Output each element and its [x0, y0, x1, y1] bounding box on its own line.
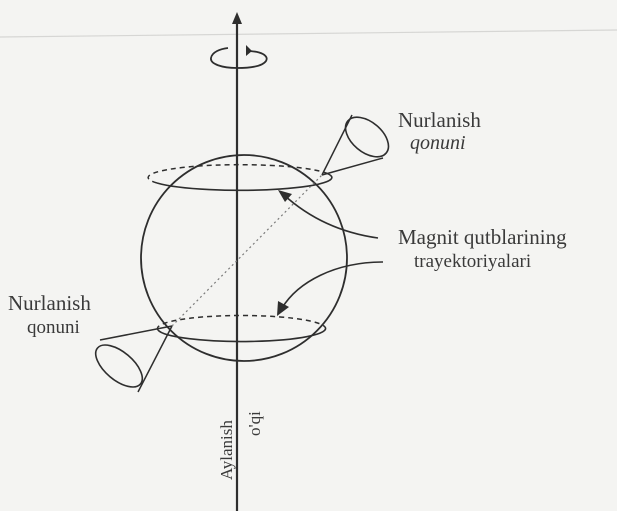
emission-label-top-line1: Nurlanish — [398, 110, 481, 131]
rotation-arrow-icon — [211, 48, 267, 68]
emission-label-left-line1: Nurlanish — [8, 293, 91, 314]
lower-trajectory-back — [157, 315, 325, 330]
rotation-arrowhead — [246, 45, 252, 56]
trajectory-pointer-lower-head — [277, 301, 289, 316]
magnetic-axis — [172, 175, 322, 326]
upper-trajectory-back — [148, 165, 323, 183]
upper-cone-opening — [338, 109, 396, 164]
lower-cone-edge-2 — [138, 326, 172, 392]
lower-trajectory-front — [158, 327, 326, 342]
upper-cone-edge-2 — [322, 158, 383, 175]
trajectories-label-line2: trayektoriyalari — [414, 252, 531, 271]
scan-line — [0, 30, 617, 37]
trajectories-label-line1: Magnit qutblarining — [398, 227, 567, 248]
axis-label-line1: Aylanish — [218, 420, 235, 480]
upper-cone-edge-1 — [322, 115, 352, 175]
axis-arrowhead — [232, 12, 242, 24]
trajectory-pointer-lower — [282, 262, 383, 308]
emission-label-top-line2: qonuni — [410, 133, 466, 153]
axis-label-line2: o'qi — [246, 411, 263, 436]
emission-label-left-line2: qonuni — [27, 318, 80, 337]
